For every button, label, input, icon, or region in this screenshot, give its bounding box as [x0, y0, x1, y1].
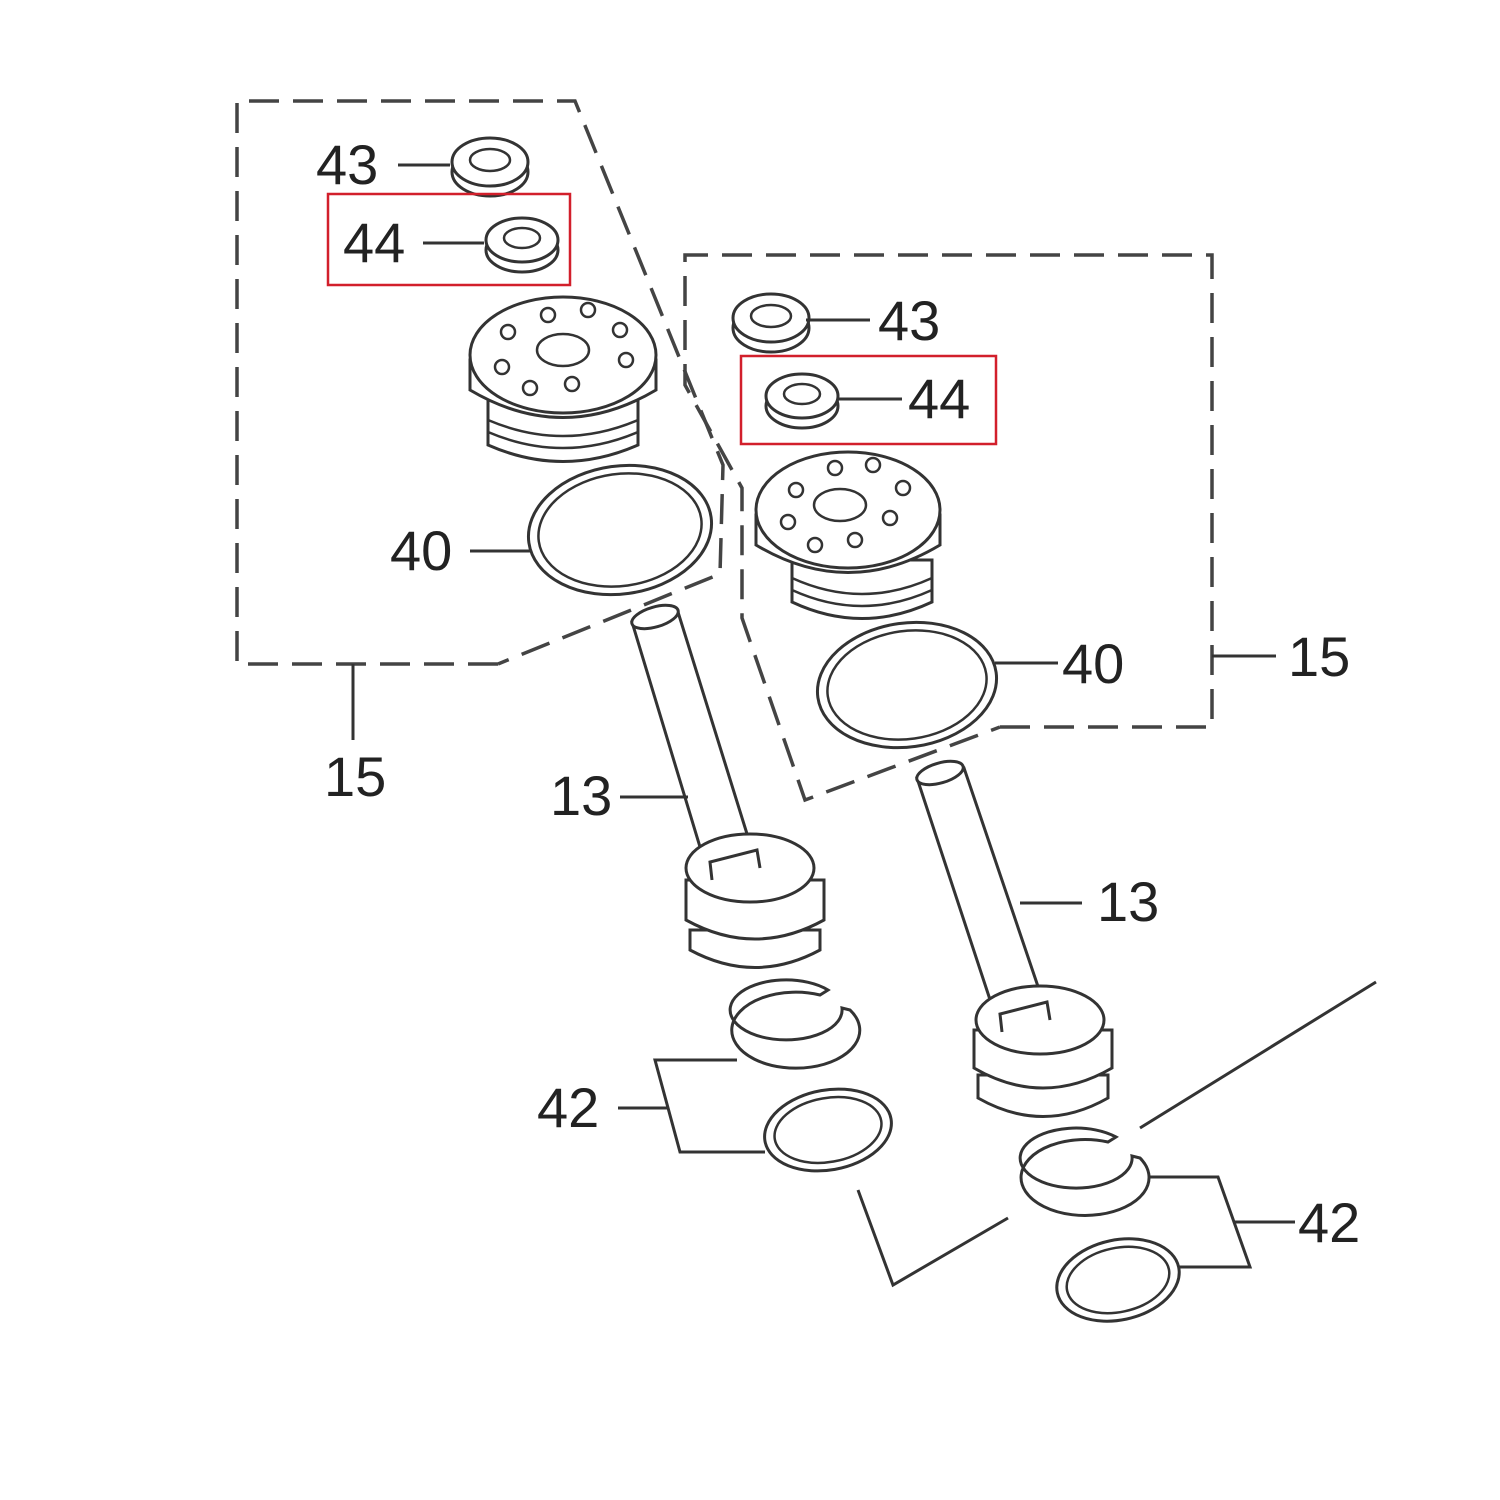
left-part-40-o-ring: [526, 463, 714, 597]
right-reference-line-upper: [1139, 980, 1377, 1130]
right-callout-15: 15: [1288, 625, 1350, 688]
left-part-44-seal: [484, 216, 560, 274]
right-42-bracket: [1148, 1175, 1253, 1269]
left-42-bracket: [653, 1058, 765, 1154]
right-callout-42: 42: [1298, 1191, 1360, 1254]
left-part-42-rings: [728, 978, 893, 1173]
right-part-42-rings: [1018, 1126, 1181, 1323]
right-44-highlight-box: [739, 354, 998, 446]
left-44-highlight-box: [326, 192, 572, 287]
right-part-40-o-ring: [815, 620, 999, 750]
left-part-13-valve-stem: [630, 603, 826, 969]
right-reference-line-lower: [856, 1189, 1009, 1288]
left-valve-body: [468, 295, 658, 463]
left-callout-44: 44: [343, 211, 405, 274]
right-part-43-seal: [731, 292, 811, 354]
right-part-44-seal: [764, 372, 840, 430]
left-assembly: 43 44 40 15 13 42: [235, 99, 893, 1173]
right-valve-body: [754, 450, 942, 620]
right-callout-40: 40: [1062, 632, 1124, 695]
right-kit-boundary: [683, 253, 1214, 803]
left-callout-43: 43: [316, 133, 378, 196]
right-assembly: 43 44 40 15 13 42: [683, 253, 1377, 1323]
left-callout-13: 13: [550, 764, 612, 827]
right-callout-44: 44: [908, 367, 970, 430]
left-callout-40: 40: [390, 519, 452, 582]
right-callout-13: 13: [1097, 870, 1159, 933]
left-callout-42: 42: [537, 1076, 599, 1139]
left-part-43-seal: [450, 136, 530, 198]
right-part-13-valve-stem: [915, 759, 1114, 1118]
left-callout-15: 15: [324, 745, 386, 808]
left-kit-boundary: [235, 99, 725, 666]
right-callout-43: 43: [878, 289, 940, 352]
